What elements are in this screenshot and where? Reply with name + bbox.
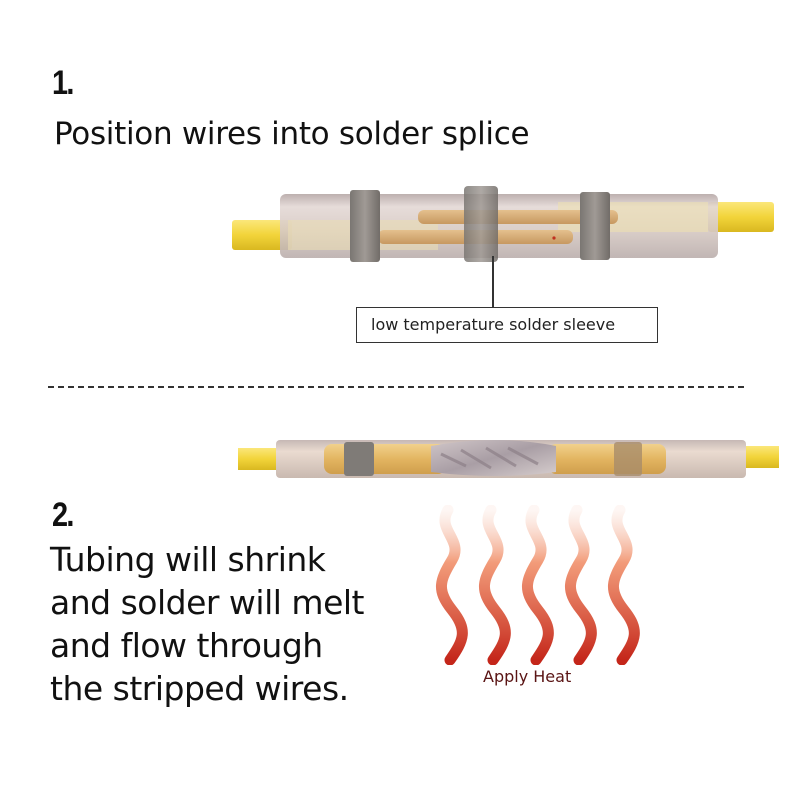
- description-line: Tubing will shrink: [50, 540, 326, 579]
- apply-heat-label: Apply Heat: [483, 667, 572, 686]
- dashed-divider: [48, 386, 744, 388]
- callout-leader-line: [492, 256, 494, 308]
- solder-sleeve-after-diagram: [238, 440, 779, 478]
- description-line: the stripped wires.: [50, 669, 349, 708]
- heat-waves-icon: [436, 505, 640, 665]
- description-line: and solder will melt: [50, 583, 364, 622]
- callout-label-box: low temperature solder sleeve: [356, 307, 658, 343]
- step-1-title: Position wires into solder splice: [54, 116, 530, 152]
- step-1-number: 1.: [52, 64, 74, 102]
- yellow-wire-right: [708, 202, 774, 232]
- step-2-description: Tubing will shrink and solder will melt …: [50, 538, 364, 710]
- yellow-wire-left: [232, 220, 292, 250]
- description-line: and flow through: [50, 626, 323, 665]
- step-2-number: 2.: [52, 496, 74, 534]
- solder-sleeve-before-diagram: [232, 186, 774, 262]
